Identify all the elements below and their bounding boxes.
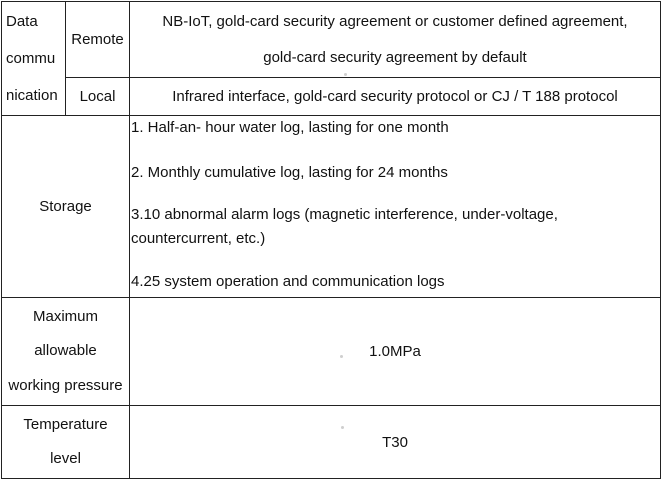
remote-value: NB-IoT, gold-card security agreement or …: [129, 1, 661, 78]
scan-speck: [340, 355, 343, 358]
table-row-local: Local Infrared interface, gold-card secu…: [2, 77, 661, 116]
temperature-label-line: level: [50, 450, 81, 467]
data-communication-label: Data commu nication: [1, 1, 66, 116]
table-row-max-pressure: Maximum allowable working pressure 1.0MP…: [1, 297, 661, 406]
storage-item: 4.25 system operation and communication …: [131, 273, 445, 290]
local-value-text: Infrared interface, gold-card security p…: [172, 88, 618, 105]
temperature-value-text: T30: [382, 433, 408, 451]
remote-value-line: gold-card security agreement by default: [263, 48, 527, 66]
storage-item: 3.10 abnormal alarm logs (magnetic inter…: [131, 206, 558, 223]
scan-speck: [341, 426, 344, 429]
max-pressure-label: Maximum allowable working pressure: [1, 297, 130, 406]
temperature-value: T30: [129, 405, 661, 479]
remote-label: Remote: [65, 1, 130, 78]
table-row-remote: Data commu nication Remote NB-IoT, gold-…: [1, 1, 661, 116]
local-value: Infrared interface, gold-card security p…: [129, 77, 661, 116]
storage-items: 1. Half-an- hour water log, lasting for …: [129, 115, 661, 298]
max-pressure-value: 1.0MPa: [129, 297, 661, 406]
storage-item: 2. Monthly cumulative log, lasting for 2…: [131, 164, 448, 181]
storage-label: Storage: [1, 115, 130, 298]
data-communication-label-line: Data: [6, 13, 38, 30]
temperature-label-line: Temperature: [23, 415, 108, 433]
temperature-label: Temperature level: [1, 405, 130, 479]
storage-item: countercurrent, etc.): [131, 230, 266, 247]
data-communication-label-line: commu: [6, 50, 56, 67]
data-communication-label-line: nication: [6, 87, 58, 104]
table-row-temperature: Temperature level T30: [1, 405, 661, 479]
max-pressure-label-line: allowable: [34, 342, 97, 360]
table-row-storage: Storage 1. Half-an- hour water log, last…: [1, 115, 661, 298]
remote-value-line: NB-IoT, gold-card security agreement or …: [162, 12, 628, 30]
scan-speck: [344, 73, 347, 76]
max-pressure-value-text: 1.0MPa: [369, 343, 421, 360]
max-pressure-label-line: Maximum: [32, 307, 98, 325]
local-label: Local: [65, 77, 130, 116]
max-pressure-label-line: working pressure: [8, 376, 123, 394]
remote-label-text: Remote: [71, 31, 124, 48]
storage-item: 1. Half-an- hour water log, lasting for …: [131, 119, 449, 136]
local-label-text: Local: [79, 88, 116, 105]
storage-label-text: Storage: [39, 198, 92, 215]
